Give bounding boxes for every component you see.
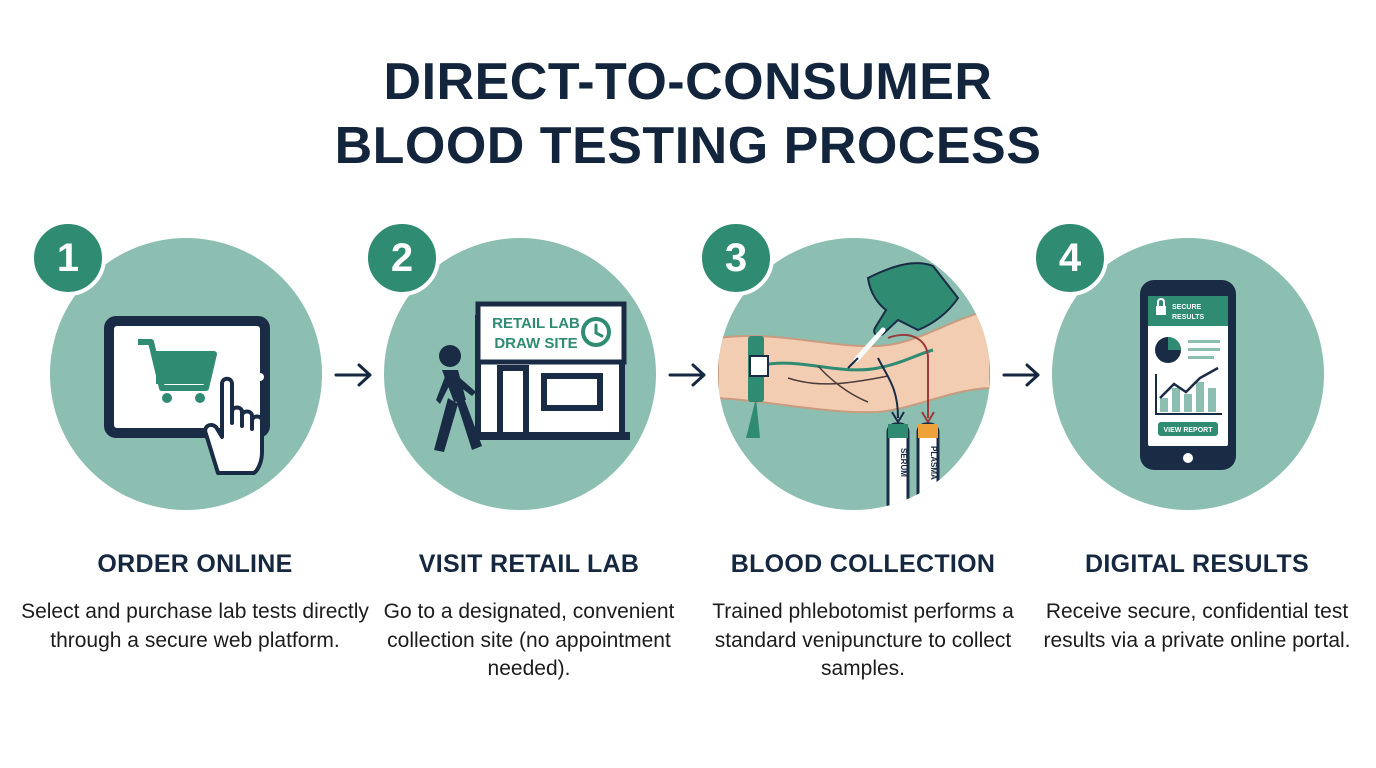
- step-1-description: Select and purchase lab tests directly t…: [21, 600, 369, 652]
- page-title: DIRECT-TO-CONSUMER BLOOD TESTING PROCESS: [0, 50, 1376, 178]
- tablet-shopping-cart-icon: [104, 316, 270, 475]
- title-line-1: DIRECT-TO-CONSUMER: [383, 53, 993, 111]
- lab-sign-line-2: DRAW SITE: [494, 335, 577, 352]
- step-4-circle: SECURE RESULTS VIEW REPORT: [1052, 238, 1324, 510]
- arrow-right-icon: [1002, 363, 1040, 387]
- step-4: SECURE RESULTS VIEW REPORT 4 DIGITAL RES…: [1032, 220, 1362, 740]
- tube-plasma-label: PLASMA: [929, 446, 938, 480]
- secure-results-line-1: SECURE: [1172, 304, 1202, 311]
- step-4-title: DIGITAL RESULTS: [1085, 550, 1309, 578]
- step-2-circle: RETAIL LAB DRAW SITE: [384, 238, 656, 510]
- arrow-right-icon: [334, 363, 372, 387]
- step-3: SERUM PLASMA 3 BLOOD COLLECTION Trained …: [698, 220, 1028, 740]
- phone-results-icon: SECURE RESULTS VIEW REPORT: [1140, 280, 1236, 470]
- arrow-right-icon: [668, 363, 706, 387]
- step-2-number-badge: 2: [364, 220, 440, 296]
- step-2: RETAIL LAB DRAW SITE 2 VISIT RETAIL LAB …: [364, 220, 694, 740]
- lab-sign-line-1: RETAIL LAB: [492, 315, 580, 332]
- tube-serum-label: SERUM: [899, 448, 908, 477]
- arm-venipuncture-icon: SERUM PLASMA: [718, 262, 990, 510]
- step-4-number-badge: 4: [1032, 220, 1108, 296]
- person-walking-to-lab-icon: RETAIL LAB DRAW SITE: [434, 301, 630, 452]
- step-3-title: BLOOD COLLECTION: [730, 550, 996, 578]
- step-1: 1 ORDER ONLINE Select and purchase lab t…: [21, 220, 369, 740]
- step-2-title: VISIT RETAIL LAB: [418, 550, 640, 578]
- step-3-number-badge: 3: [698, 220, 774, 296]
- step-2-description: Go to a designated, convenient collectio…: [383, 600, 675, 680]
- step-4-description: Receive secure, confidential test result…: [1043, 600, 1351, 652]
- step-1-title: ORDER ONLINE: [97, 550, 293, 578]
- step-3-description: Trained phlebotomist performs a standard…: [712, 600, 1014, 680]
- lock-icon: [1156, 306, 1166, 315]
- step-1-circle: [50, 238, 322, 510]
- step-1-number-badge: 1: [30, 220, 106, 296]
- secure-results-line-2: RESULTS: [1172, 314, 1204, 321]
- view-report-button: VIEW REPORT: [1163, 427, 1213, 434]
- title-line-2: BLOOD TESTING PROCESS: [334, 117, 1042, 175]
